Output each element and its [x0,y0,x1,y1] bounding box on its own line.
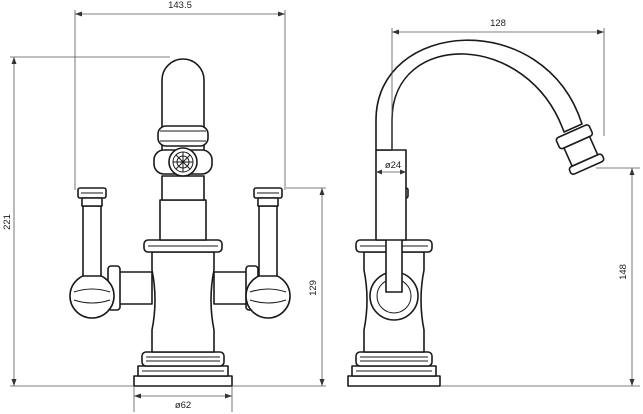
front-column-neck [161,175,205,201]
dim-spout-diameter: ø24 [385,160,401,171]
aerator-icon [153,147,213,177]
dim-overall-height: 221 [2,214,13,230]
front-lower-ring [141,351,225,367]
front-column [159,199,207,241]
front-left-handle-stem [82,205,102,277]
dim-spout-height: 148 [618,264,629,280]
side-view [347,39,605,387]
dim-spout-reach: 128 [490,18,506,29]
front-left-handle-knob [69,273,115,319]
dim-body-height: 129 [308,280,319,296]
side-base-plinth [347,375,441,387]
side-gooseneck-spout [375,39,583,151]
dim-overall-width: 143.5 [168,0,192,11]
side-lower-ring [355,351,433,367]
front-view [69,58,291,387]
front-right-handle-stem [258,205,278,277]
front-spout-ring [157,125,209,147]
side-spout-outlet [555,124,605,175]
front-base-plinth [133,375,233,387]
dim-base-diameter: ø62 [175,400,191,411]
front-right-handle-knob [245,273,291,319]
front-body [151,251,215,353]
